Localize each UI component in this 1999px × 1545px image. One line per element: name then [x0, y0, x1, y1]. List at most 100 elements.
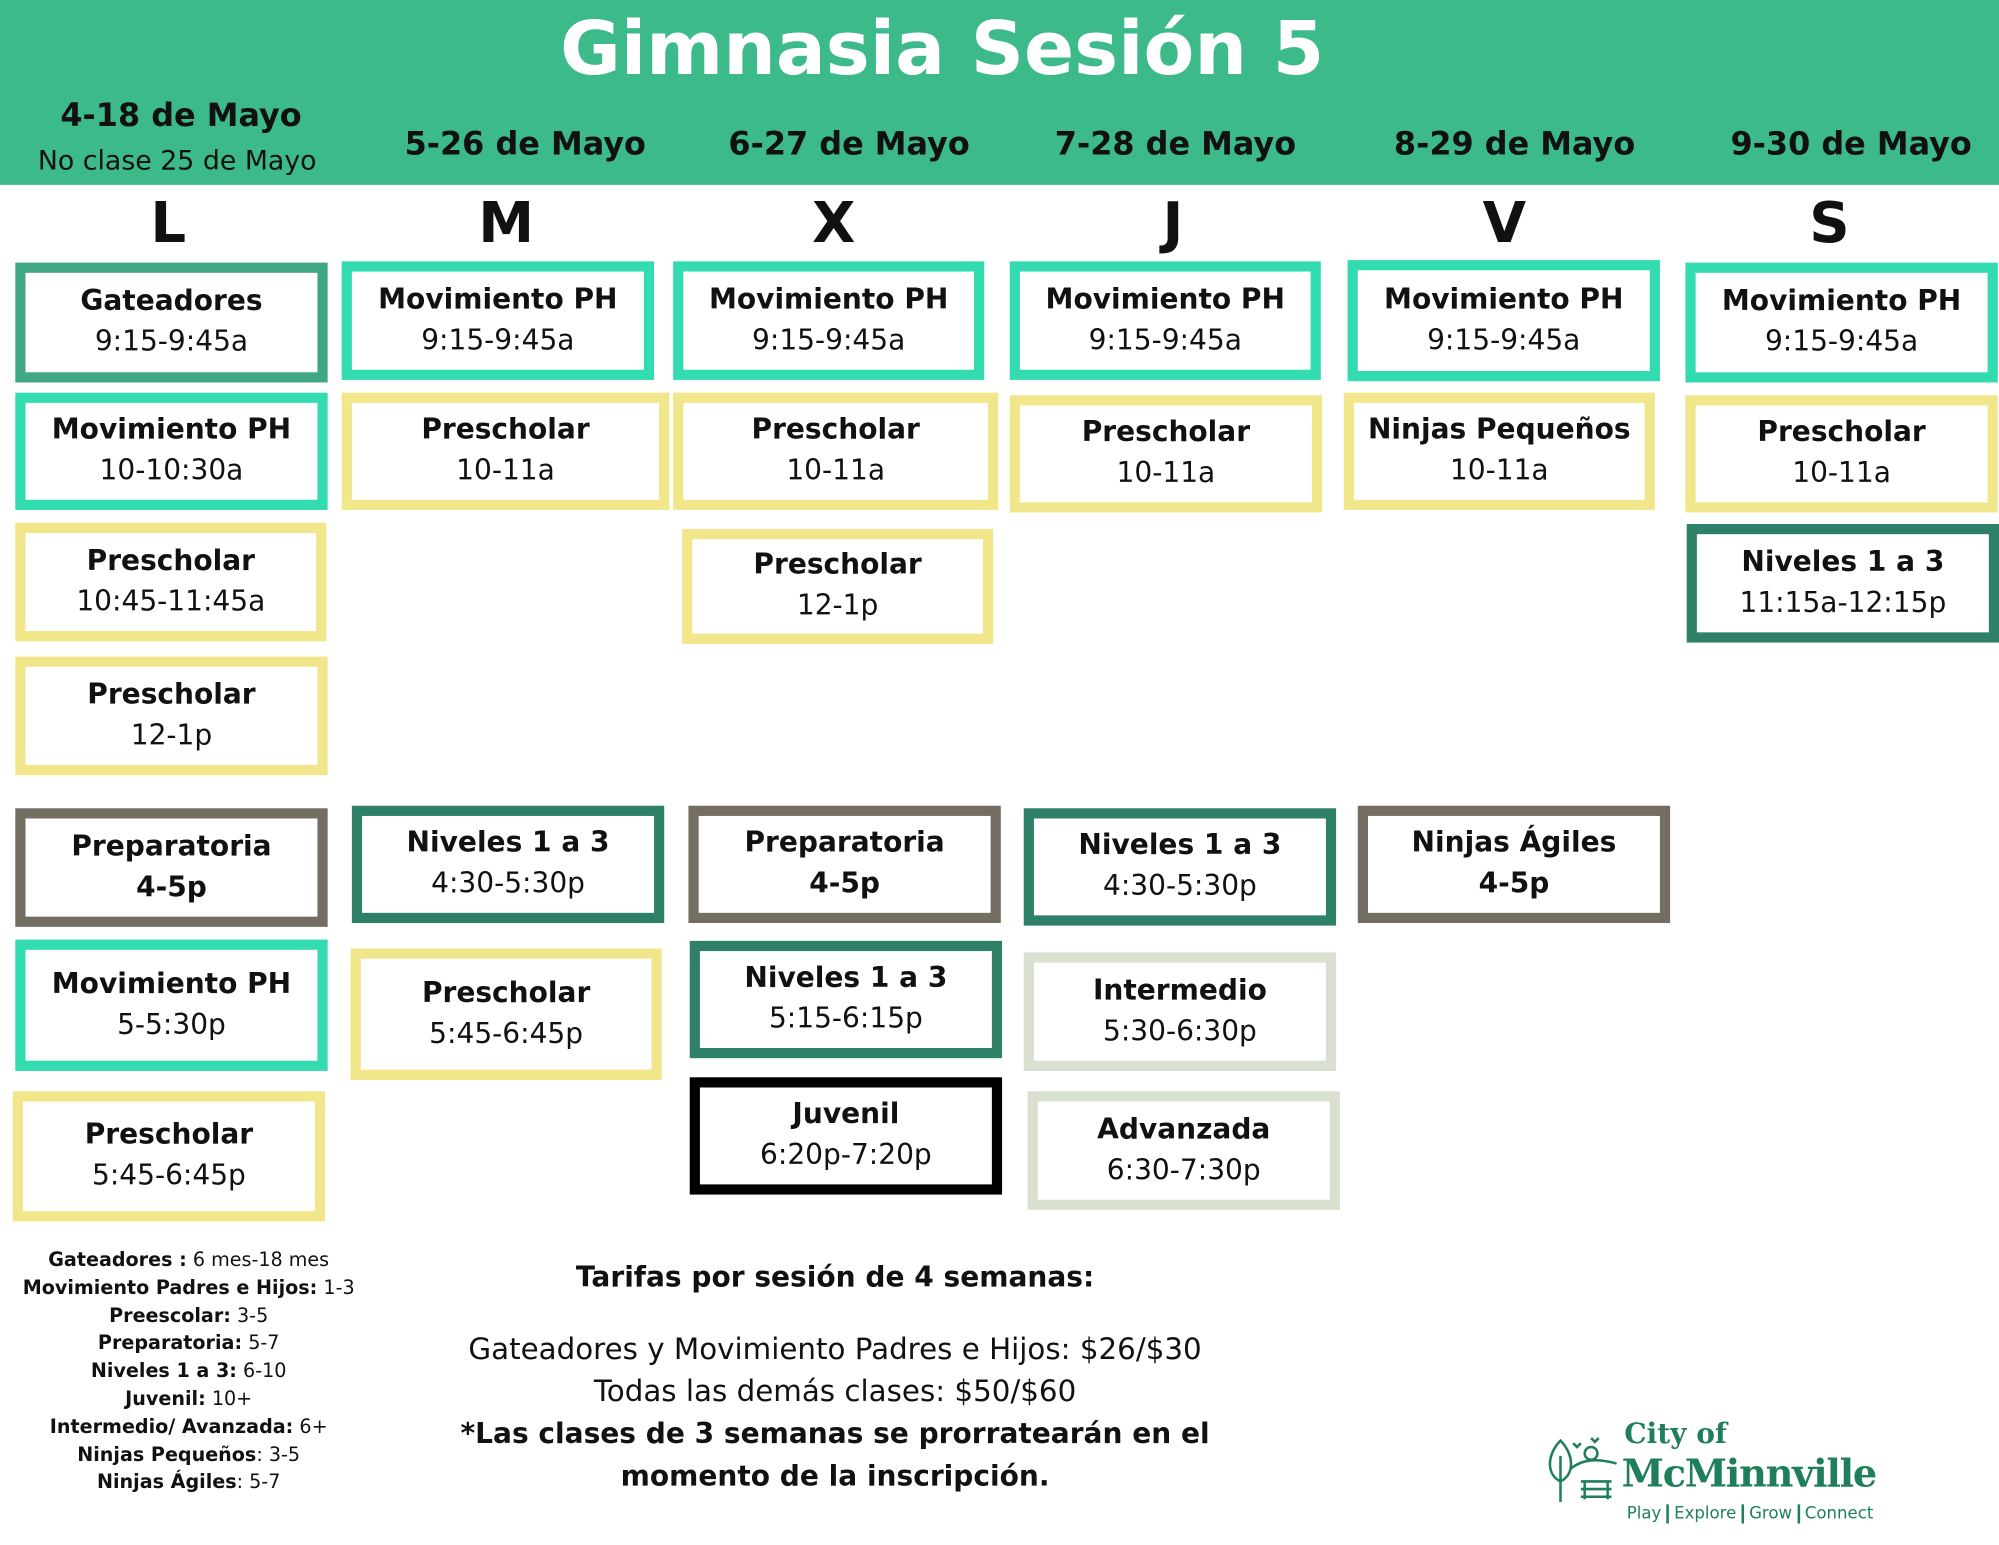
- legend-item: Ninjas Pequeños: 3-5: [77, 1442, 301, 1466]
- class-time: 5-5:30p: [117, 1009, 226, 1041]
- fees-note: *Las clases de 3 semanas se prorratearán…: [460, 1418, 1210, 1451]
- class-time: 10-11a: [786, 455, 886, 488]
- class-name: Gateadores: [80, 285, 263, 318]
- header-banner: Gimnasia Sesión 5 4-18 de Mayo No clase …: [0, 0, 1999, 185]
- logo-text-line1: City of: [1624, 1417, 1727, 1451]
- class-name: Prescholar: [421, 977, 591, 1010]
- park-icon: [1548, 1437, 1617, 1502]
- class-time: 9:15-9:45a: [1088, 324, 1242, 357]
- class-name: Prescholar: [753, 549, 922, 582]
- page-title: Gimnasia Sesión 5: [560, 5, 1325, 92]
- class-name: Movimiento PH: [51, 968, 292, 1001]
- class-time: 4-5p: [1478, 868, 1550, 901]
- class-name: Niveles 1 a 3: [1741, 546, 1945, 579]
- class-name: Intermedio: [1092, 974, 1267, 1007]
- class-box: Prescholar 12-1p: [682, 529, 994, 644]
- class-time: 4:30-5:30p: [1102, 870, 1257, 903]
- class-box: Movimiento PH 5-5:30p: [15, 939, 328, 1071]
- class-name: Ninjas Pequeños: [1367, 414, 1631, 447]
- legend-item: Preparatoria: 5-7: [97, 1331, 280, 1355]
- class-box: Movimiento PH 9:15-9:45a: [1347, 260, 1660, 382]
- class-time: 12-1p: [796, 590, 879, 623]
- class-box: Gateadores 9:15-9:45a: [15, 262, 328, 383]
- class-box: Prescholar 10-11a: [1009, 395, 1323, 513]
- class-name: Prescholar: [84, 1119, 254, 1152]
- class-name: Prescholar: [751, 414, 920, 447]
- class-box: Prescholar 12-1p: [15, 656, 328, 776]
- day-date-V: 8-29 de Mayo: [1393, 124, 1636, 162]
- day-letter-V: V: [1482, 191, 1527, 257]
- class-time: 4-5p: [809, 868, 880, 901]
- class-name: Niveles 1 a 3: [744, 962, 948, 995]
- day-letter-X: X: [812, 191, 856, 257]
- day-date-L: 4-18 de Mayo: [60, 96, 302, 134]
- class-name: Prescholar: [1081, 416, 1251, 449]
- class-box: Preparatoria 4-5p: [688, 805, 1001, 924]
- class-box: Niveles 1 a 3 11:15a-12:15p: [1686, 523, 1999, 643]
- class-name: Movimiento PH: [378, 283, 618, 316]
- day-date-X: 6-27 de Mayo: [728, 124, 970, 162]
- class-box: Niveles 1 a 3 5:15-6:15p: [689, 940, 1003, 1059]
- class-name: Juvenil: [792, 1098, 900, 1131]
- class-time: 10-11a: [1116, 457, 1216, 490]
- class-box: Ninjas Pequeños 10-11a: [1343, 392, 1655, 510]
- class-time: 12-1p: [130, 719, 213, 752]
- class-name: Preparatoria: [744, 827, 945, 860]
- class-time: 10-11a: [1792, 457, 1891, 490]
- class-name: Movimiento PH: [1384, 283, 1624, 316]
- class-name: Niveles 1 a 3: [406, 827, 610, 860]
- class-time: 10-10:30a: [99, 455, 244, 488]
- fees-line: Todas las demás clases: $50/$60: [593, 1375, 1077, 1409]
- legend-item: Niveles 1 a 3: 6-10: [90, 1359, 287, 1383]
- class-time: 4:30-5:30p: [431, 868, 585, 901]
- class-time: 9:15-9:45a: [1427, 324, 1581, 357]
- class-box: Intermedio 5:30-6:30p: [1023, 952, 1337, 1071]
- day-letter-L: L: [150, 191, 187, 257]
- class-name: Movimiento PH: [1045, 283, 1285, 316]
- legend-item: Intermedio/ Avanzada: 6+: [49, 1414, 328, 1438]
- class-time: 5:30-6:30p: [1102, 1015, 1257, 1048]
- fees-note: momento de la inscripción.: [620, 1461, 1050, 1493]
- class-name: Advanzada: [1097, 1113, 1271, 1146]
- day-date-S: 9-30 de Mayo: [1730, 124, 1972, 162]
- class-box: Advanzada 6:30-7:30p: [1027, 1091, 1340, 1210]
- class-box: Movimiento PH 10-10:30a: [15, 392, 328, 510]
- class-name: Preparatoria: [71, 830, 272, 863]
- class-time: 9:15-9:45a: [94, 326, 249, 359]
- class-name: Prescholar: [421, 414, 590, 447]
- day-letter-M: M: [478, 191, 535, 257]
- class-box: Niveles 1 a 3 4:30-5:30p: [351, 805, 665, 924]
- age-legend: Gateadores : 6 mes-18 mes Movimiento Pad…: [0, 1247, 377, 1497]
- class-name: Prescholar: [87, 678, 256, 711]
- class-box: Juvenil 6:20p-7:20p: [689, 1077, 1003, 1195]
- day-letter-J: J: [1162, 191, 1184, 257]
- class-time: 10-11a: [1449, 455, 1549, 488]
- class-time: 11:15a-12:15p: [1739, 587, 1947, 619]
- day-letter-S: S: [1809, 191, 1850, 257]
- class-time: 6:20p-7:20p: [760, 1139, 932, 1172]
- class-time: 10:45-11:45a: [76, 585, 266, 618]
- class-name: Movimiento PH: [51, 414, 292, 447]
- day-date-M: 5-26 de Mayo: [404, 124, 646, 162]
- class-name: Prescholar: [86, 545, 255, 577]
- class-time: 5:15-6:15p: [768, 1003, 923, 1036]
- class-box: Movimiento PH 9:15-9:45a: [1685, 262, 1998, 383]
- class-time: 9:15-9:45a: [1764, 326, 1919, 359]
- legend-item: Ninjas Ágiles: 5-7: [96, 1470, 281, 1494]
- class-time: 9:15-9:45a: [752, 324, 906, 357]
- legend-item: Movimiento Padres e Hijos: 1-3: [22, 1275, 355, 1299]
- class-name: Movimiento PH: [1721, 285, 1962, 318]
- fees-line: Gateadores y Movimiento Padres e Hijos: …: [468, 1333, 1202, 1367]
- day-note-L: No clase 25 de Mayo: [37, 145, 317, 176]
- class-box: Prescholar 10-11a: [673, 392, 999, 510]
- class-name: Niveles 1 a 3: [1078, 829, 1282, 862]
- class-time: 6:30-7:30p: [1106, 1154, 1261, 1187]
